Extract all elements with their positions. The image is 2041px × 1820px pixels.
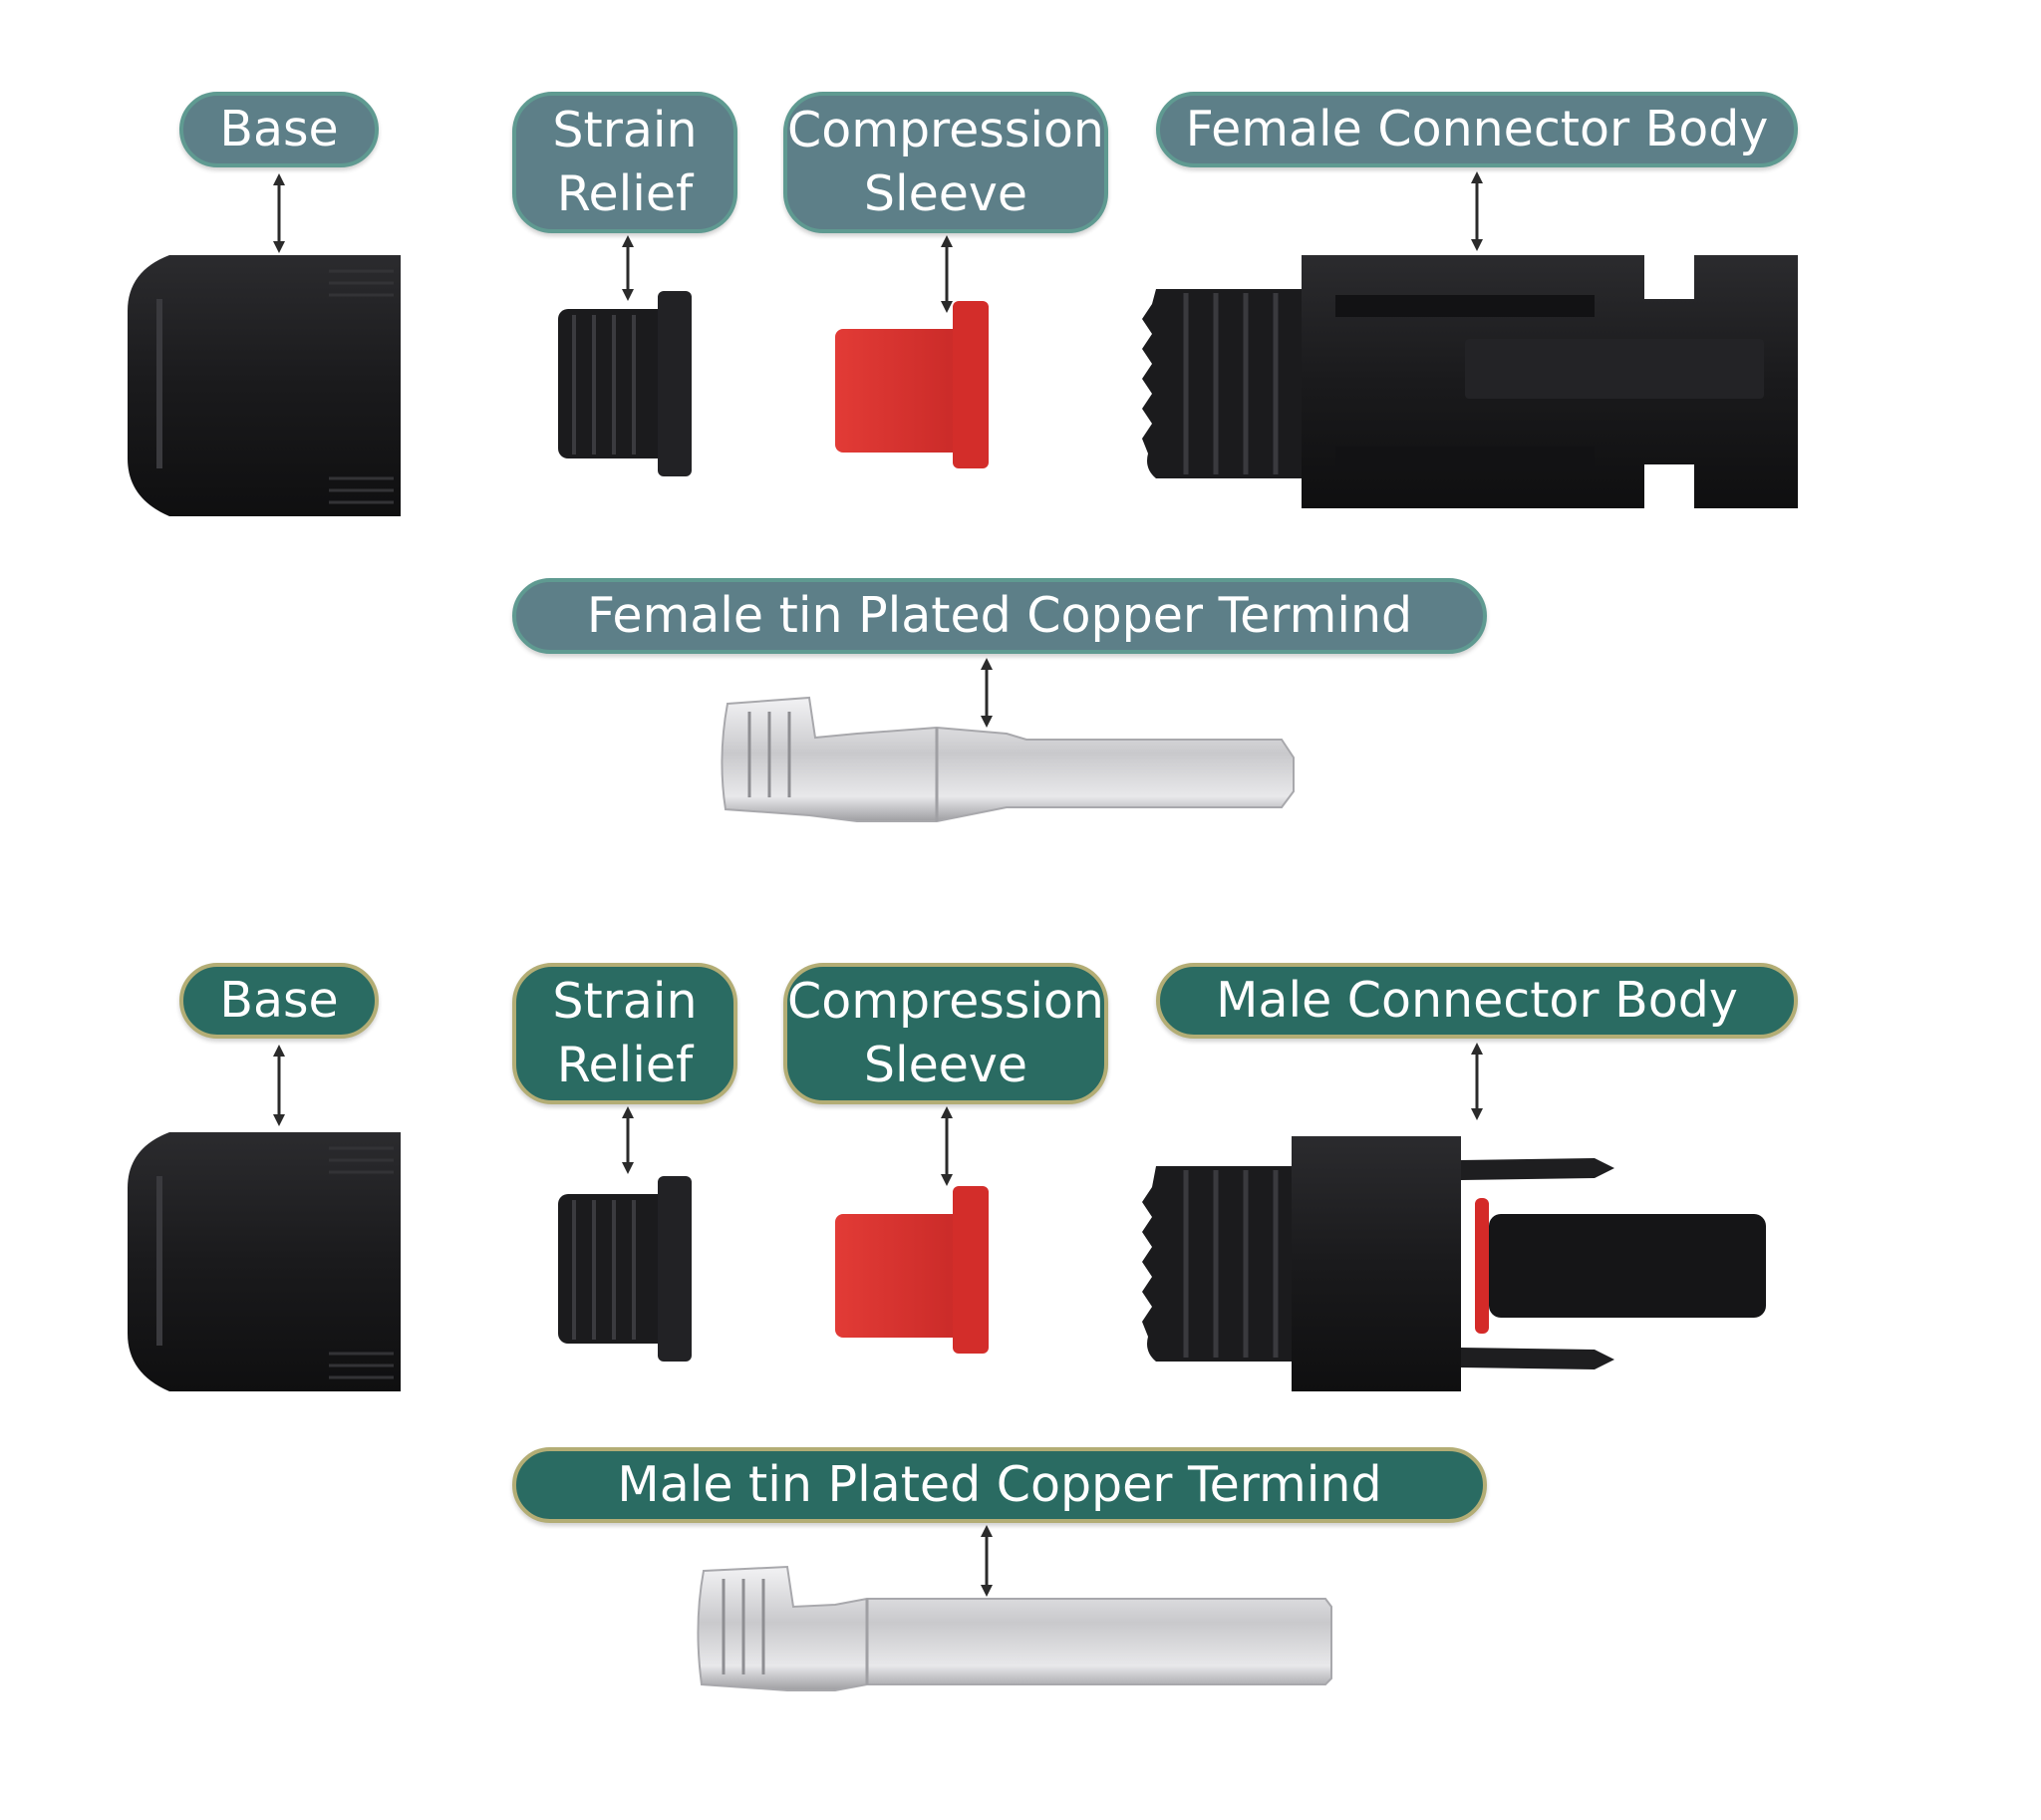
female-compression-sleeve-label: Compression Sleeve bbox=[783, 92, 1108, 233]
male-connector-body-label: Male Connector Body bbox=[1156, 963, 1798, 1039]
female-base-label: Base bbox=[179, 92, 379, 167]
female-connector-body-text: Female Connector Body bbox=[1185, 101, 1769, 157]
female-compression-sleeve-part bbox=[835, 301, 989, 468]
male-strain-relief-part bbox=[558, 1176, 692, 1362]
female-compression-sleeve-text: Compression Sleeve bbox=[787, 102, 1104, 222]
male-compression-sleeve-part bbox=[835, 1186, 989, 1354]
female-strain-relief-label: Strain Relief bbox=[512, 92, 737, 233]
male-strain-relief-text: Strain Relief bbox=[552, 973, 698, 1093]
indicator-arrows bbox=[273, 171, 1483, 1597]
male-base-part bbox=[128, 1132, 401, 1391]
female-strain-relief-part bbox=[558, 291, 692, 476]
female-strain-relief-text: Strain Relief bbox=[552, 102, 698, 222]
female-terminal-text: Female tin Plated Copper Termind bbox=[586, 587, 1413, 644]
male-terminal-text: Male tin Plated Copper Termind bbox=[617, 1456, 1382, 1513]
female-connector-body-part bbox=[1142, 255, 1798, 508]
female-terminal-part bbox=[721, 696, 1295, 822]
male-base-label: Base bbox=[179, 963, 379, 1039]
female-connector-body-label: Female Connector Body bbox=[1156, 92, 1798, 167]
male-base-text: Base bbox=[219, 972, 339, 1029]
female-base-text: Base bbox=[219, 101, 339, 157]
female-base-part bbox=[128, 255, 401, 516]
male-terminal-part bbox=[697, 1565, 1332, 1691]
male-strain-relief-label: Strain Relief bbox=[512, 963, 737, 1104]
male-compression-sleeve-text: Compression Sleeve bbox=[787, 973, 1104, 1093]
male-connector-body-text: Male Connector Body bbox=[1216, 972, 1738, 1029]
female-terminal-label: Female tin Plated Copper Termind bbox=[512, 578, 1487, 654]
male-compression-sleeve-label: Compression Sleeve bbox=[783, 963, 1108, 1104]
male-connector-body-part bbox=[1142, 1136, 1766, 1391]
male-terminal-label: Male tin Plated Copper Termind bbox=[512, 1447, 1487, 1523]
